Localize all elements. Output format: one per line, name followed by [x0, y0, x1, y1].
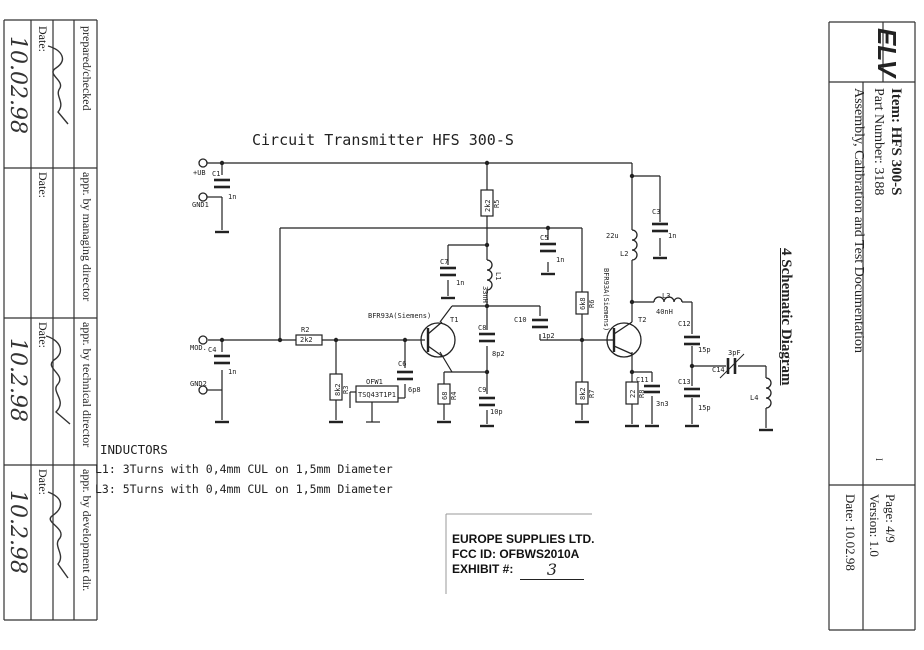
- r8-label: R8: [638, 390, 646, 398]
- r5-value: 2k2: [484, 199, 492, 212]
- r7-value: 8k2: [579, 387, 587, 400]
- ground-symbols: [215, 230, 773, 432]
- c1-label: C1: [212, 170, 220, 178]
- l3-label: L3: [662, 292, 670, 300]
- l3-value: 40nH: [656, 308, 673, 316]
- c11-value: 3n3: [656, 400, 669, 408]
- r3-name: R3: [342, 386, 350, 394]
- t2-label: T2: [638, 316, 646, 324]
- r5-label: R5: [493, 200, 501, 208]
- l1-value: 33nH: [481, 286, 489, 303]
- r2-label: R2: [301, 326, 309, 334]
- ofw-label: OFW1: [366, 378, 383, 386]
- c6-value: 6p8: [408, 386, 421, 394]
- r4-label: R4: [450, 392, 458, 400]
- c12-value: 15p: [698, 346, 711, 354]
- schematic-wires: [206, 162, 767, 428]
- r6-value: 6k8: [579, 297, 587, 310]
- trimmer-arrow: [719, 353, 745, 379]
- c1-value: 1n: [228, 193, 236, 201]
- approval-block-frame: [3, 19, 98, 621]
- stamp-exhibit-number: 3: [520, 560, 584, 580]
- resistor-bodies: [295, 189, 639, 405]
- signature-technical: [45, 335, 71, 425]
- c11-label: C11: [636, 376, 649, 384]
- signature-development: [47, 491, 69, 579]
- c9-label: C9: [478, 386, 486, 394]
- c3-value: 1n: [668, 232, 676, 240]
- r6-label: R6: [588, 300, 596, 308]
- l2-value: 22u: [606, 232, 619, 240]
- junction-dots: [219, 160, 695, 375]
- stamp-exhibit-label: EXHIBIT #:: [452, 562, 514, 576]
- c7-value: 1n: [456, 279, 464, 287]
- t1-label: T1: [450, 316, 458, 324]
- c13-label: C13: [678, 378, 691, 386]
- c9-value: 10p: [490, 408, 503, 416]
- t1-type: BFR93A(Siemens): [368, 312, 431, 320]
- c4-label: C4: [208, 346, 216, 354]
- inductor-coils: [486, 229, 772, 409]
- stamp-fcc-id: FCC ID: OFBWS2010A: [452, 547, 580, 561]
- transistor-symbols: [420, 321, 642, 358]
- c10-value: 1p2: [542, 332, 555, 340]
- port-gnd1-label: GND1: [192, 201, 209, 209]
- c6-label: C6: [398, 360, 406, 368]
- port-gnd2-label: GND2: [190, 380, 207, 388]
- c7-label: C7: [440, 258, 448, 266]
- stamp-company: EUROPE SUPPLIES LTD.: [452, 532, 595, 546]
- inductor-l3-spec: L3: 5Turns with 0,4mm CUL on 1,5mm Diame…: [95, 482, 393, 496]
- c14-label: C14: [712, 366, 725, 374]
- r8-value: 22: [629, 390, 637, 398]
- c8-value: 8p2: [492, 350, 505, 358]
- c5-label: C5: [540, 234, 548, 242]
- c8-label: C8: [478, 324, 486, 332]
- ofw-type: TSQ43T1P1: [358, 391, 396, 399]
- c3-label: C3: [652, 208, 660, 216]
- stamp-frame: [445, 513, 592, 594]
- inductor-l1-spec: L1: 3Turns with 0,4mm CUL on 1,5mm Diame…: [95, 462, 393, 476]
- c10-label: C10: [514, 316, 527, 324]
- c14-value: 3pF: [728, 349, 741, 357]
- signature-prepared: [47, 45, 69, 125]
- c12-label: C12: [678, 320, 691, 328]
- c5-value: 1n: [556, 256, 564, 264]
- r3-label: 8k2: [334, 383, 342, 396]
- l4-label: L4: [750, 394, 758, 402]
- schematic-title: Circuit Transmitter HFS 300-S: [252, 131, 514, 149]
- r4-value: 68: [441, 392, 449, 400]
- capacitor-plates: [214, 178, 737, 407]
- port-mod-label: MOD.: [190, 344, 207, 352]
- header-block-frame: [828, 21, 916, 631]
- terminal-pads: [198, 158, 208, 395]
- l2-label: L2: [620, 250, 628, 258]
- r2-value: 2k2: [300, 336, 313, 344]
- l1-label: L1: [494, 272, 502, 280]
- r7-label: R7: [588, 390, 596, 398]
- inductors-heading: INDUCTORS: [100, 442, 168, 457]
- port-ub-label: +UB: [193, 169, 206, 177]
- c4-value: 1n: [228, 368, 236, 376]
- t2-type: BFR93A(Siemens): [602, 268, 610, 331]
- c13-value: 15p: [698, 404, 711, 412]
